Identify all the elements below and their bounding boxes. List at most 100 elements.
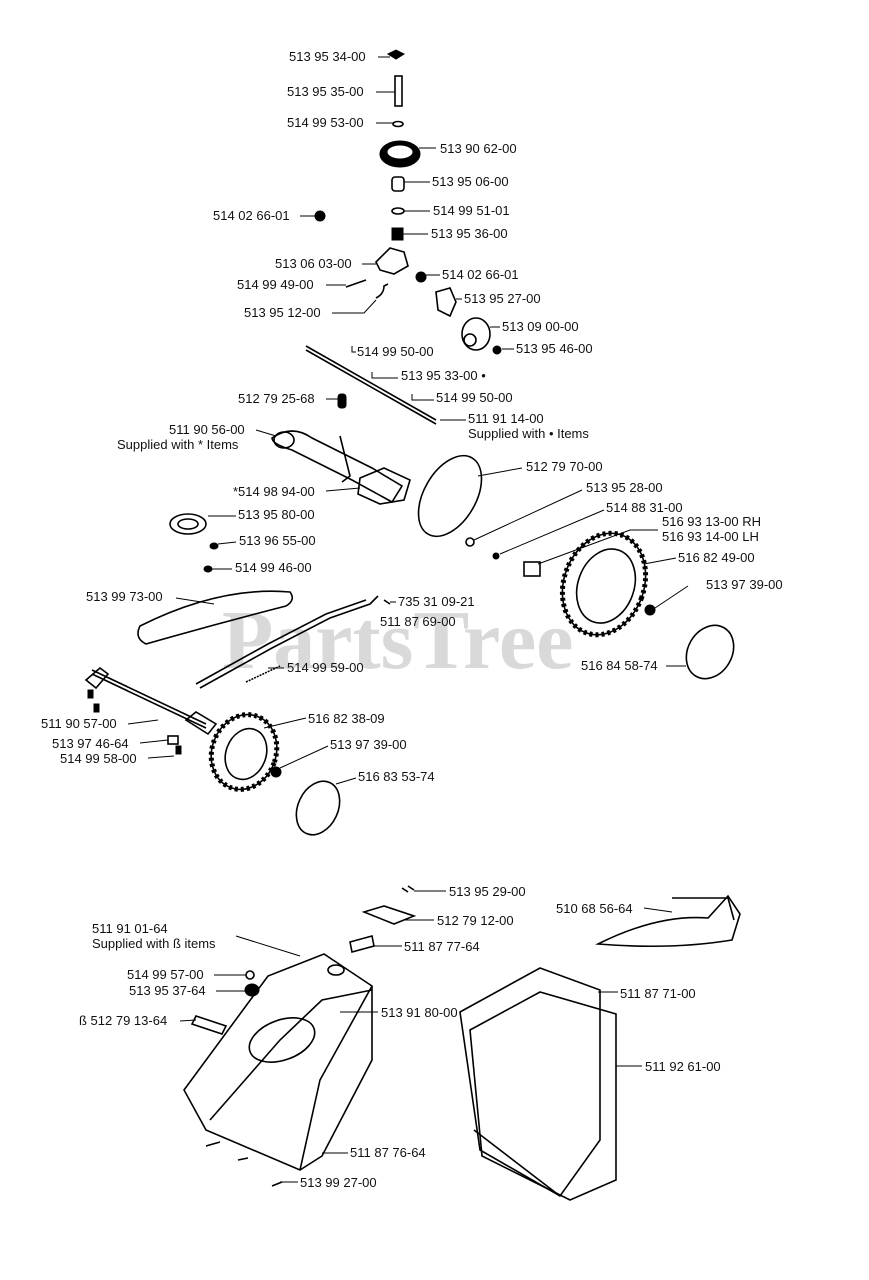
coil-part-icon: [169, 513, 207, 535]
pin-part-icon: [394, 75, 403, 107]
part-label: 735 31 09-21: [398, 594, 475, 609]
tire-tread-icon: [208, 712, 280, 792]
rear-housing-edge-icon: [209, 989, 373, 1121]
leader-line: [217, 541, 237, 545]
part-label: 513 90 62-00: [440, 141, 517, 156]
rear-housing-opening-icon: [248, 1017, 316, 1063]
washer-part-icon: [465, 537, 475, 547]
part-label: 513 99 73-00: [86, 589, 163, 604]
part-label: 511 87 69-00: [380, 614, 456, 629]
leader-line: [537, 529, 658, 565]
part-label: 516 93 13-00 RH: [662, 514, 761, 529]
part-label: 514 88 31-00: [606, 500, 683, 515]
lever-arm-icon: [339, 435, 351, 483]
shaft-part-icon: [305, 349, 437, 425]
hub-cap-part-icon: [685, 624, 735, 680]
part-label: 513 95 12-00: [244, 305, 321, 320]
washer-part-icon: [245, 970, 255, 980]
leader-line: [179, 1019, 197, 1022]
grass-catcher-edge-icon: [473, 1129, 561, 1197]
part-label: 513 95 46-00: [516, 341, 593, 356]
pulley-part-icon: [461, 317, 491, 351]
knob-part-icon: [244, 983, 260, 997]
part-label: 513 96 55-00: [239, 533, 316, 548]
grass-bag-frame-icon: [672, 897, 735, 921]
nut-part-icon: [644, 604, 656, 616]
pulley-hub-icon: [463, 333, 477, 347]
part-label: 514 99 53-00: [287, 115, 364, 130]
part-label: 511 91 01-64: [92, 921, 168, 936]
leader-line: [127, 719, 159, 725]
leader-line: [335, 777, 357, 785]
rear-wheel-rim-icon: [575, 548, 637, 624]
leader-line: [351, 346, 356, 353]
bracket-part-icon: [361, 905, 417, 925]
tire-tread-icon: [559, 530, 649, 638]
part-label: 513 95 33-00 •: [401, 368, 486, 383]
pin-part-icon: [345, 279, 367, 288]
bracket-part-icon: [435, 287, 457, 318]
part-label: 516 84 58-74: [581, 658, 658, 673]
part-label: 510 68 56-64: [556, 901, 633, 916]
part-label: 511 90 57-00: [41, 716, 117, 731]
nut-part-icon: [209, 542, 219, 550]
leader-line: [325, 487, 361, 492]
leader-line: [499, 509, 605, 555]
part-label: 513 97 39-00: [706, 577, 783, 592]
part-label: 513 95 06-00: [432, 174, 509, 189]
shaft-part-icon: [305, 345, 437, 421]
hub-cap-part-icon: [295, 780, 341, 836]
leader-line: [279, 745, 329, 769]
ring-part-icon: [391, 207, 405, 215]
washer-part-icon: [392, 120, 404, 128]
leader-line: [643, 907, 673, 913]
part-label: 512 79 70-00: [526, 459, 603, 474]
part-label: ß 512 79 13-64: [79, 1013, 167, 1028]
pin-part-icon: [492, 552, 500, 560]
clip-part-icon: [375, 283, 389, 299]
part-label: 514 99 58-00: [60, 751, 137, 766]
part-label: 514 99 59-00: [287, 660, 364, 675]
screw-part-icon: [93, 703, 100, 713]
cap-part-icon: [386, 49, 406, 60]
flap-part-icon: [349, 935, 375, 953]
grass-catcher-bag-icon: [469, 991, 617, 1201]
leader-line: [371, 372, 398, 379]
leader-line: [332, 299, 377, 314]
grass-bag-part-icon: [595, 894, 741, 948]
grass-catcher-frame-icon: [459, 967, 601, 1198]
part-label: 513 97 46-64: [52, 736, 129, 751]
part-label: 513 95 35-00: [287, 84, 364, 99]
nut-part-icon: [314, 210, 326, 222]
part-label: 516 82 38-09: [308, 711, 385, 726]
nut-part-icon: [415, 271, 427, 283]
axle-part-icon: [91, 669, 207, 725]
leader-line: [263, 717, 307, 729]
leader-line: [643, 557, 677, 565]
part-label: 513 99 27-00: [300, 1175, 377, 1190]
part-label: 511 87 76-64: [350, 1145, 426, 1160]
part-note: Supplied with ß items: [92, 936, 216, 951]
leader-line: [477, 467, 523, 477]
leader-lines: [127, 56, 689, 1183]
lever-pivot-icon: [273, 431, 295, 449]
axle-bracket-icon: [184, 711, 218, 736]
leader-line: [411, 394, 434, 401]
spring-part-icon: [245, 665, 281, 683]
rod-part-icon: [199, 595, 379, 689]
part-label: 513 95 37-64: [129, 983, 206, 998]
drive-unit-part-icon: [357, 467, 411, 505]
leader-line: [139, 739, 169, 744]
part-note: Supplied with * Items: [117, 437, 239, 452]
rear-housing-knob-icon: [327, 964, 345, 976]
leader-line: [255, 429, 277, 437]
part-note: Supplied with • Items: [468, 426, 589, 441]
leader-line: [147, 755, 175, 759]
part-label: 516 83 53-74: [358, 769, 435, 784]
part-label: 511 87 71-00: [620, 986, 696, 1001]
rear-housing-edge-icon: [299, 985, 373, 1171]
part-label: 513 95 29-00: [449, 884, 526, 899]
clip-part-icon: [401, 885, 415, 893]
part-label: 513 06 03-00: [275, 256, 352, 271]
